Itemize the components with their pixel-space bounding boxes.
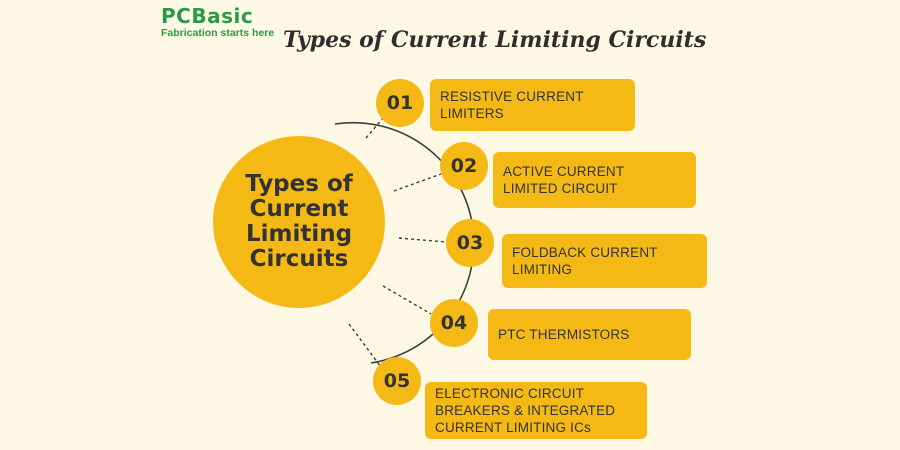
item-03-box: FOLDBACK CURRENT LIMITING: [502, 234, 707, 288]
item-02-number: 02: [440, 142, 488, 190]
connector-03: [398, 237, 447, 243]
connector-02: [393, 173, 442, 192]
item-05-number: 05: [373, 357, 421, 405]
page-title: Types of Current Limiting Circuits: [283, 27, 707, 53]
pcbasic-logo: PCBasic Fabrication starts here: [161, 6, 281, 42]
hub-circle: Types of Current Limiting Circuits: [213, 136, 385, 308]
logo-wordmark: PCBasic: [161, 4, 254, 28]
item-01-box: RESISTIVE CURRENT LIMITERS: [430, 79, 635, 131]
item-05-box: ELECTRONIC CIRCUIT BREAKERS & INTEGRATED…: [425, 382, 647, 439]
connector-01: [365, 116, 385, 139]
hub-label: Types of Current Limiting Circuits: [245, 171, 353, 272]
connector-05: [348, 323, 382, 368]
item-02-label: ACTIVE CURRENT LIMITED CIRCUIT: [503, 164, 625, 196]
item-05-label: ELECTRONIC CIRCUIT BREAKERS & INTEGRATED…: [435, 386, 616, 435]
logo-tagline: Fabrication starts here: [161, 27, 275, 39]
item-01-label: RESISTIVE CURRENT LIMITERS: [440, 89, 584, 121]
item-03-number: 03: [446, 219, 494, 267]
item-03-label: FOLDBACK CURRENT LIMITING: [512, 245, 658, 277]
item-04-label: PTC THERMISTORS: [498, 327, 630, 342]
item-02-box: ACTIVE CURRENT LIMITED CIRCUIT: [493, 152, 696, 208]
item-04-box: PTC THERMISTORS: [488, 309, 691, 360]
item-01-number: 01: [376, 79, 424, 127]
item-04-number: 04: [430, 299, 478, 347]
connector-04: [382, 285, 432, 315]
